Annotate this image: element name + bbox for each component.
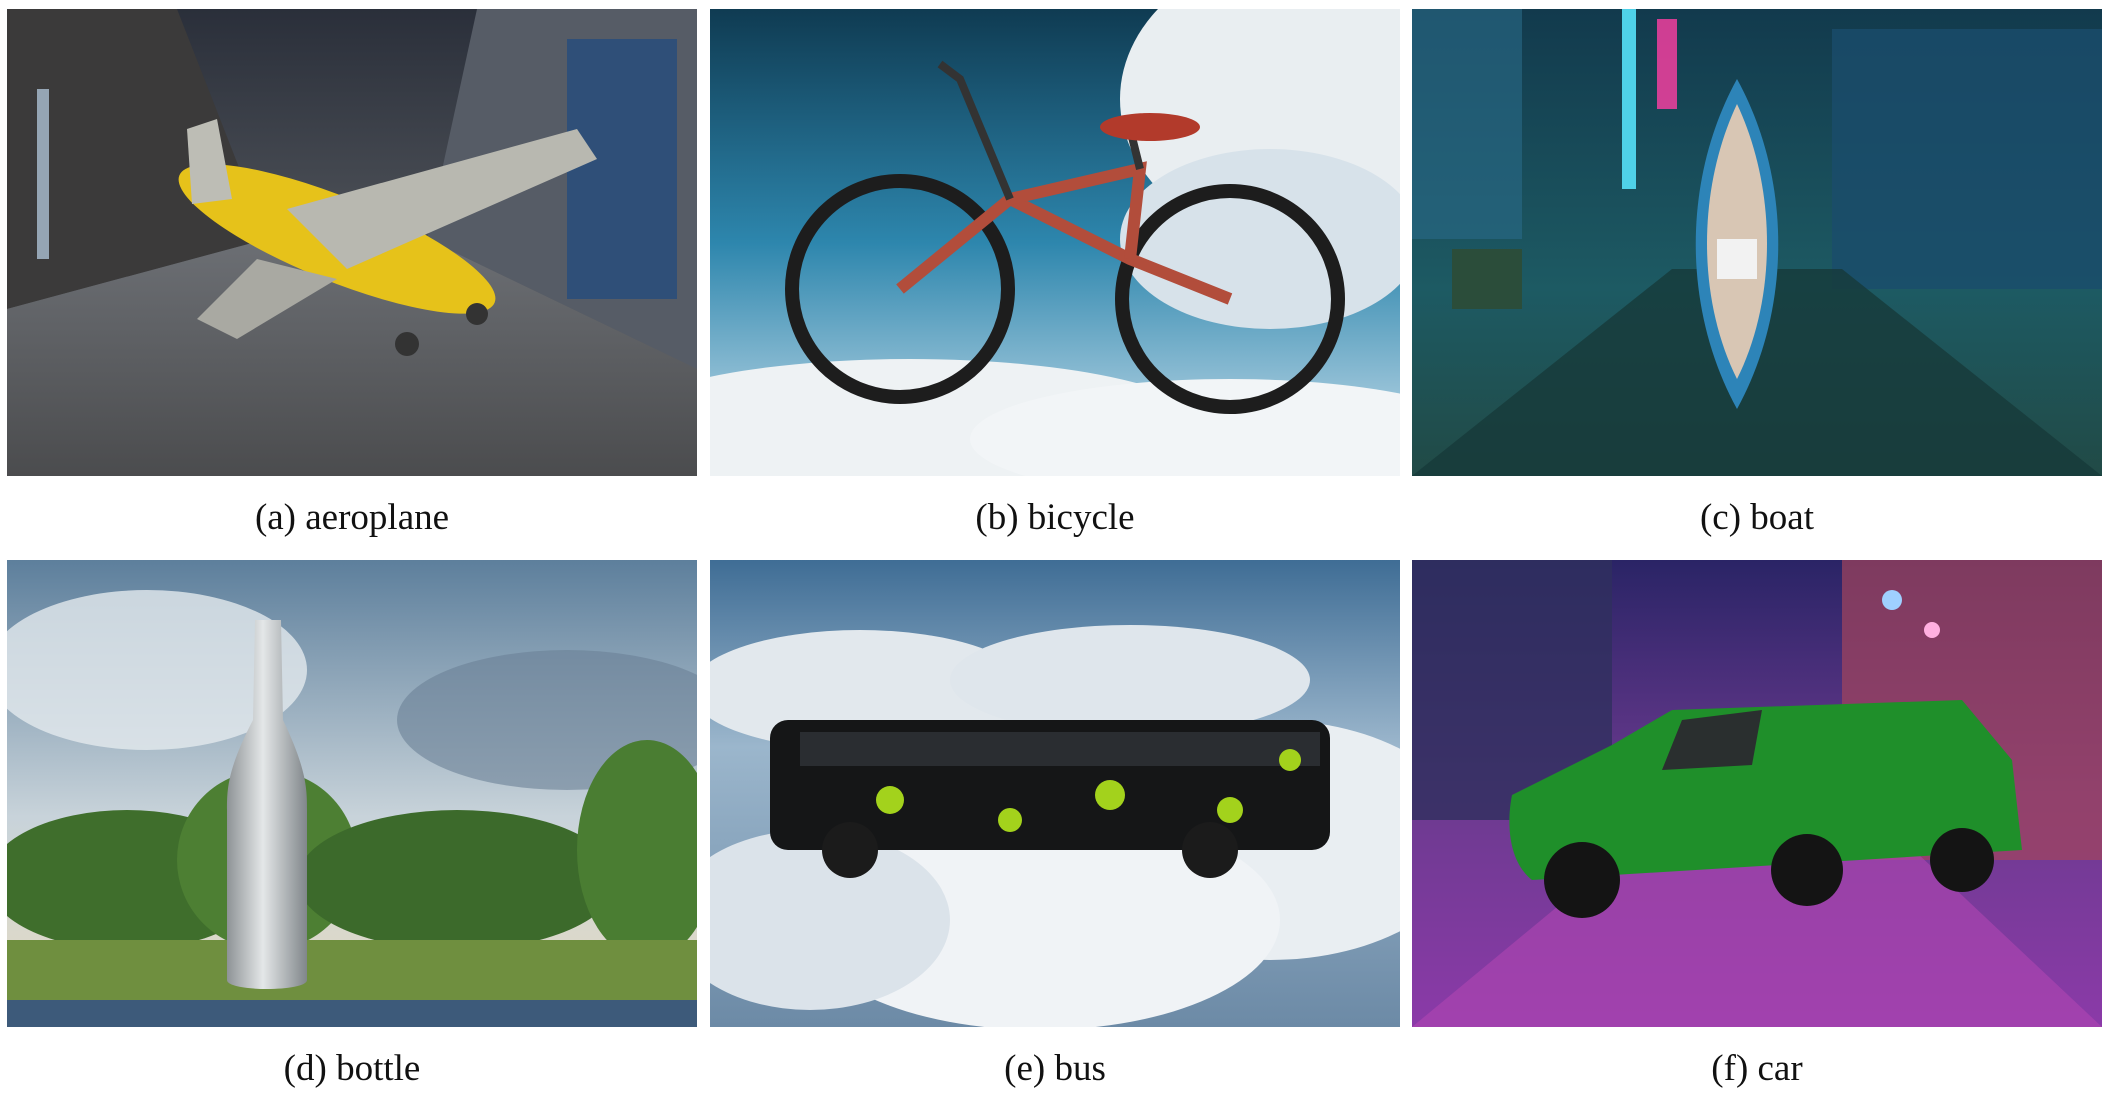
caption-bus: (e) bus <box>1004 1048 1106 1089</box>
caption-bicycle: (b) bicycle <box>975 497 1135 538</box>
boat-image <box>1412 9 2102 476</box>
boat-scene <box>1412 9 2102 476</box>
bottle-scene <box>7 560 697 1027</box>
bottle-image <box>7 560 697 1027</box>
car-image <box>1412 560 2102 1027</box>
boat-object <box>1695 79 1779 409</box>
aeroplane-scene <box>7 9 697 476</box>
bicycle-image <box>710 9 1400 476</box>
car-scene <box>1412 560 2102 1027</box>
caption-car: (f) car <box>1711 1048 1803 1089</box>
aeroplane-image <box>7 9 697 476</box>
caption-aeroplane: (a) aeroplane <box>254 497 450 538</box>
bus-image <box>710 560 1400 1027</box>
bicycle-scene <box>710 9 1400 476</box>
aeroplane-object <box>178 119 597 356</box>
bicycle-object <box>785 60 1345 414</box>
bus-scene <box>710 560 1400 1027</box>
caption-boat: (c) boat <box>1699 497 1815 538</box>
car-object <box>1509 700 2022 918</box>
bus-object <box>770 720 1330 878</box>
bottle-object <box>227 620 307 989</box>
caption-bottle: (d) bottle <box>283 1048 421 1089</box>
